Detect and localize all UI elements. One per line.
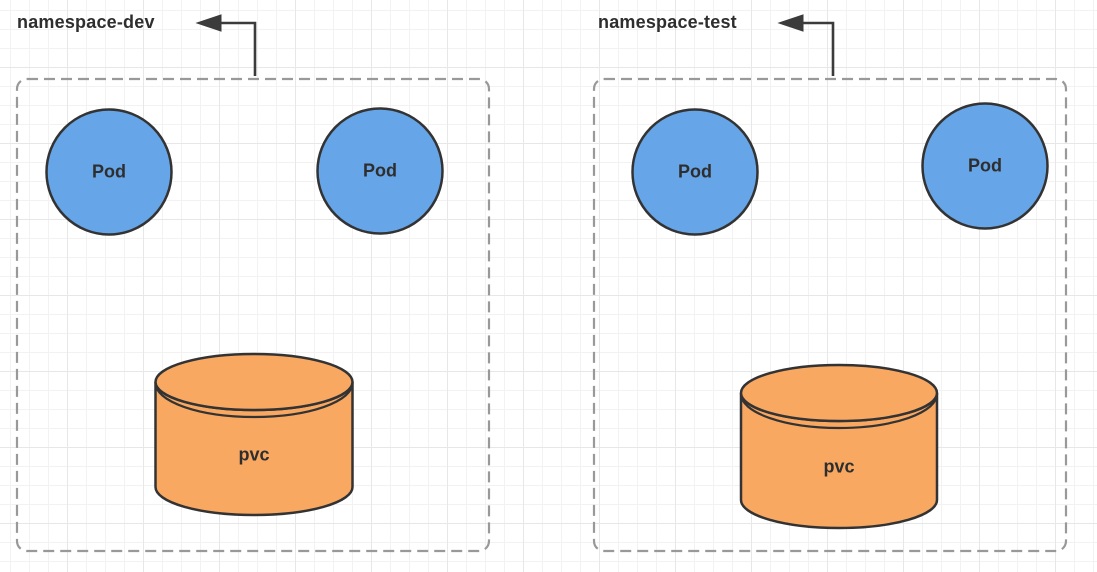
pod-label: Pod [92,161,126,182]
pod-node-dev-2 [316,107,444,235]
pvc-cylinder-test [739,363,939,530]
pod-node-test-2 [921,102,1049,230]
namespace-test-arrowhead-icon [777,14,804,32]
namespace-test-box [592,77,1068,553]
namespace-dev-label: namespace-dev [17,12,155,32]
pod-node-dev-1 [45,108,173,236]
pod-node-test-1 [631,108,759,236]
pvc-cylinder-test-lid [739,363,939,423]
pvc-cylinder-dev-inner-arc [154,382,354,419]
namespace-test-arrow [803,21,835,76]
namespace-dev-arrowhead-icon [195,14,222,32]
pod-label: Pod [968,155,1002,176]
namespace-dev-arrow [221,21,257,76]
pvc-cylinder-dev-lid [154,352,354,412]
pvc-label: pvc [823,456,855,477]
pod-label: Pod [363,160,397,181]
pod-label: Pod [678,161,712,182]
pvc-cylinder-dev [154,352,354,517]
pvc-label: pvc [238,444,270,465]
namespace-dev-box [15,77,491,553]
namespace-test-label: namespace-test [598,12,737,32]
pvc-cylinder-test-inner-arc [739,393,939,430]
